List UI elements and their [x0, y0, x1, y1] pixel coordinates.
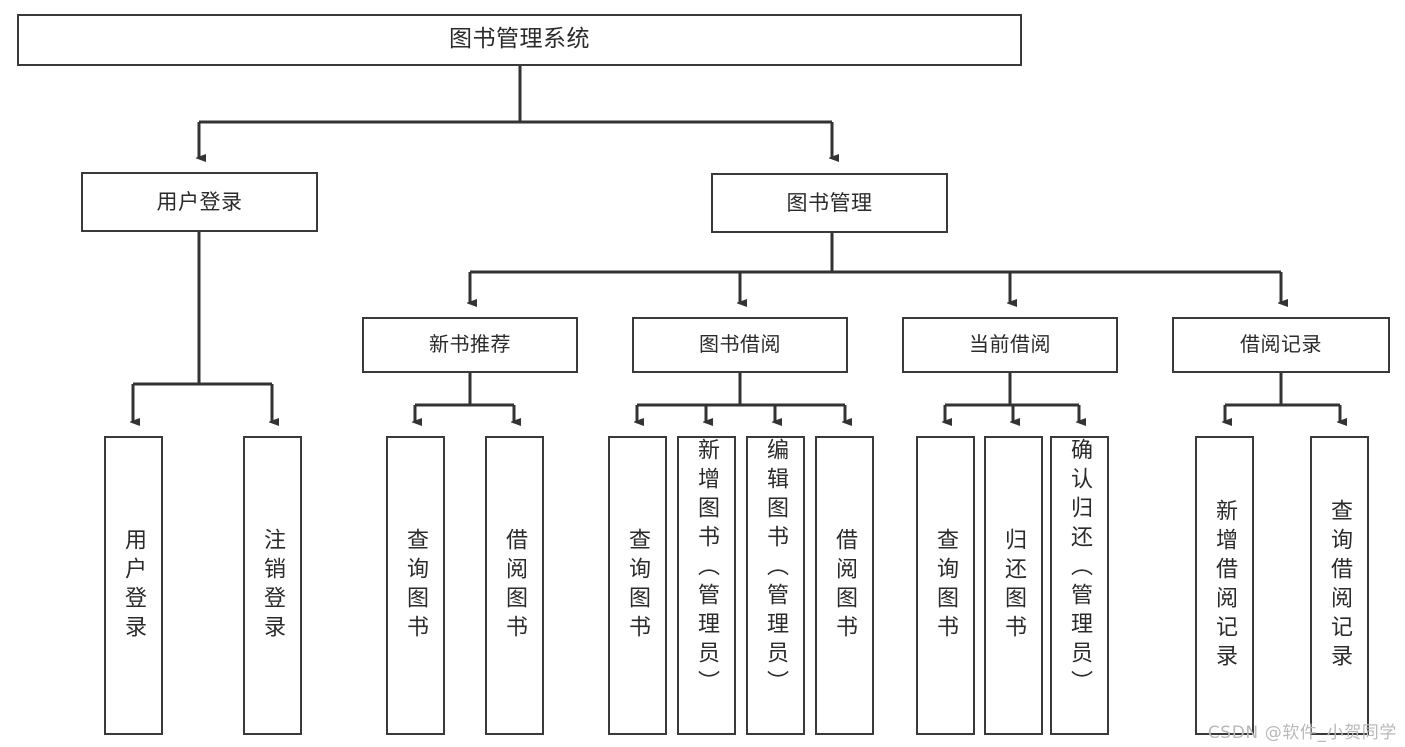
node-label: 图书借阅 [699, 332, 781, 357]
node-user-login[interactable]: 用户登录 [81, 172, 318, 232]
node-label: 借阅图书 [502, 527, 528, 644]
csdn-watermark: CSDN @软件_小贺同学 [1207, 723, 1397, 743]
node-label: 新增图书（管理员） [694, 438, 720, 699]
node-book-management[interactable]: 图书管理 [711, 173, 948, 233]
leaf-current-confirm-return-admin[interactable]: 确认归还（管理员） [1050, 436, 1109, 735]
node-label: 用户登录 [121, 527, 147, 644]
node-label: 查询图书 [625, 527, 651, 644]
leaf-current-return-book[interactable]: 归还图书 [984, 436, 1043, 735]
leaf-record-query-borrow-record[interactable]: 查询借阅记录 [1310, 436, 1369, 735]
leaf-borrow-add-book-admin[interactable]: 新增图书（管理员） [677, 436, 736, 735]
node-label: 借阅图书 [832, 527, 858, 644]
node-label: 图书管理 [786, 190, 873, 215]
node-label: 新书推荐 [429, 332, 511, 357]
node-label: 编辑图书（管理员） [763, 438, 789, 699]
node-label: 确认归还（管理员） [1067, 438, 1093, 699]
node-root-library-management-system[interactable]: 图书管理系统 [17, 14, 1022, 66]
node-label: 新增借阅记录 [1212, 498, 1238, 673]
leaf-record-add-borrow-record[interactable]: 新增借阅记录 [1195, 436, 1254, 735]
leaf-borrow-borrow-book[interactable]: 借阅图书 [815, 436, 874, 735]
leaf-borrow-query-book[interactable]: 查询图书 [608, 436, 667, 735]
leaf-new-book-borrow-book[interactable]: 借阅图书 [485, 436, 544, 735]
node-label: 借阅记录 [1240, 332, 1322, 357]
node-label: 用户登录 [156, 189, 243, 214]
node-label: 当前借阅 [969, 332, 1051, 357]
leaf-user-login-login[interactable]: 用户登录 [104, 436, 163, 735]
node-label: 归还图书 [1001, 527, 1027, 644]
node-current-borrowing[interactable]: 当前借阅 [902, 317, 1118, 373]
node-label: 图书管理系统 [449, 26, 590, 53]
node-book-borrowing[interactable]: 图书借阅 [632, 317, 848, 373]
leaf-new-book-query-book[interactable]: 查询图书 [386, 436, 445, 735]
node-label: 查询图书 [403, 527, 429, 644]
leaf-current-query-book[interactable]: 查询图书 [916, 436, 975, 735]
node-new-book-recommendation[interactable]: 新书推荐 [362, 317, 578, 373]
leaf-user-login-logout[interactable]: 注销登录 [243, 436, 302, 735]
leaf-borrow-edit-book-admin[interactable]: 编辑图书（管理员） [746, 436, 805, 735]
node-label: 查询图书 [933, 527, 959, 644]
node-label: 注销登录 [260, 527, 286, 644]
node-borrow-record[interactable]: 借阅记录 [1172, 317, 1390, 373]
node-label: 查询借阅记录 [1327, 498, 1353, 673]
